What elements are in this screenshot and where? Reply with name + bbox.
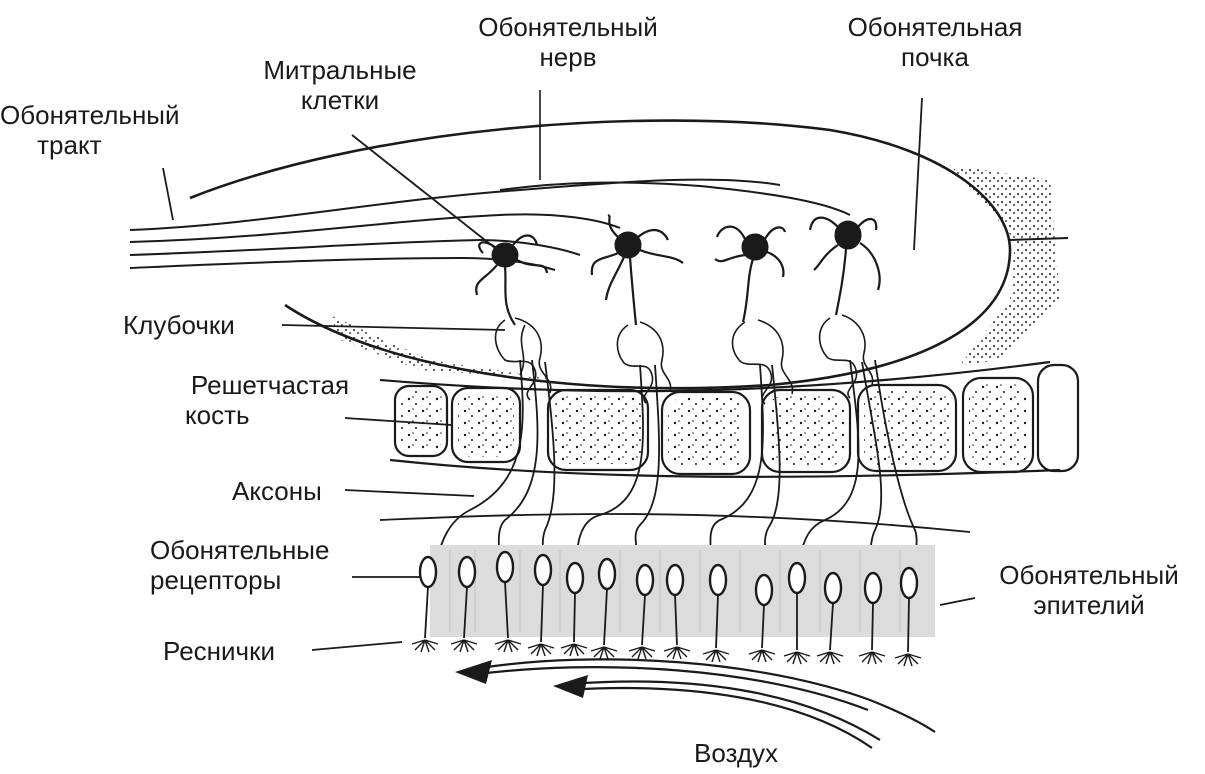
- receptor-dendrites: [424, 581, 910, 653]
- receptor-cell: [457, 555, 477, 589]
- label-air: Воздух: [694, 738, 779, 768]
- receptor-cell: [495, 550, 515, 584]
- leader-lines: [162, 97, 976, 651]
- cilia: [411, 639, 922, 667]
- label-mitral-cells: Митральные клетки: [263, 55, 417, 115]
- bone-chamber: [961, 376, 1035, 474]
- ethmoid-stipple: [400, 384, 1027, 468]
- label-olfactory-tract: Обонятельный тракт: [0, 100, 180, 160]
- airflow-arrows: [469, 658, 936, 749]
- receptor-cell: [635, 563, 655, 597]
- label-axons: Аксоны: [232, 476, 322, 506]
- leader-ethmoid-bone: [344, 417, 453, 426]
- leader-olfactory-tract: [162, 167, 174, 221]
- arrowhead-icon: [455, 660, 492, 684]
- axon-bundle: [379, 359, 971, 571]
- mitral-cell: [808, 216, 881, 316]
- olfactory-bulb-outline: [189, 119, 1069, 390]
- receptor-cell: [899, 566, 919, 600]
- leader-mitral-cells: [351, 134, 496, 249]
- receptor-cell: [863, 571, 883, 605]
- bone-chamber: [660, 390, 752, 476]
- mitral-cell: [714, 225, 787, 323]
- label-olfactory-receptors: Обонятельные рецепторы: [150, 535, 330, 595]
- mitral-cell: [590, 213, 684, 326]
- epithelium-columns: [449, 550, 901, 632]
- leader-olfactory-bulb: [913, 97, 923, 251]
- receptor-cell: [787, 561, 807, 595]
- leader-glomeruli: [281, 324, 506, 331]
- receptor-cell: [565, 561, 585, 595]
- receptor-cell: [597, 557, 617, 591]
- mitral-cell: [475, 234, 549, 326]
- leader-olfactory-epithelium: [939, 597, 976, 606]
- mitral-cells: [475, 213, 881, 326]
- receptor-cell: [418, 555, 438, 589]
- receptor-cell: [533, 553, 553, 587]
- label-cilia: Реснички: [163, 636, 275, 666]
- arrowheads: [455, 660, 588, 698]
- label-olfactory-bulb: Обонятельная почка: [847, 12, 1023, 72]
- bone-chamber: [1036, 363, 1080, 473]
- receptor-cell: [708, 563, 728, 597]
- leader-cilia: [311, 641, 403, 651]
- label-glomeruli: Клубочки: [123, 310, 235, 340]
- olfactory-epithelium-band: [430, 545, 935, 637]
- receptor-cell: [754, 573, 774, 607]
- receptor-cell: [823, 571, 843, 605]
- label-olfactory-nerve: Обонятельный нерв: [478, 12, 658, 72]
- arrowhead-icon: [553, 675, 588, 698]
- label-olfactory-epithelium: Обонятельный эпителий: [999, 560, 1179, 620]
- olfactory-tract-fibers: [129, 90, 851, 271]
- bone-chamber: [546, 388, 650, 472]
- bone-chamber: [760, 388, 852, 474]
- bulb-tissue-stipple: [950, 165, 1060, 365]
- label-ethmoid-bone: Решетчастая кость: [185, 370, 350, 430]
- olfactory-receptor-cells: [418, 550, 919, 607]
- leader-axons: [344, 489, 475, 497]
- receptor-cell: [665, 563, 685, 597]
